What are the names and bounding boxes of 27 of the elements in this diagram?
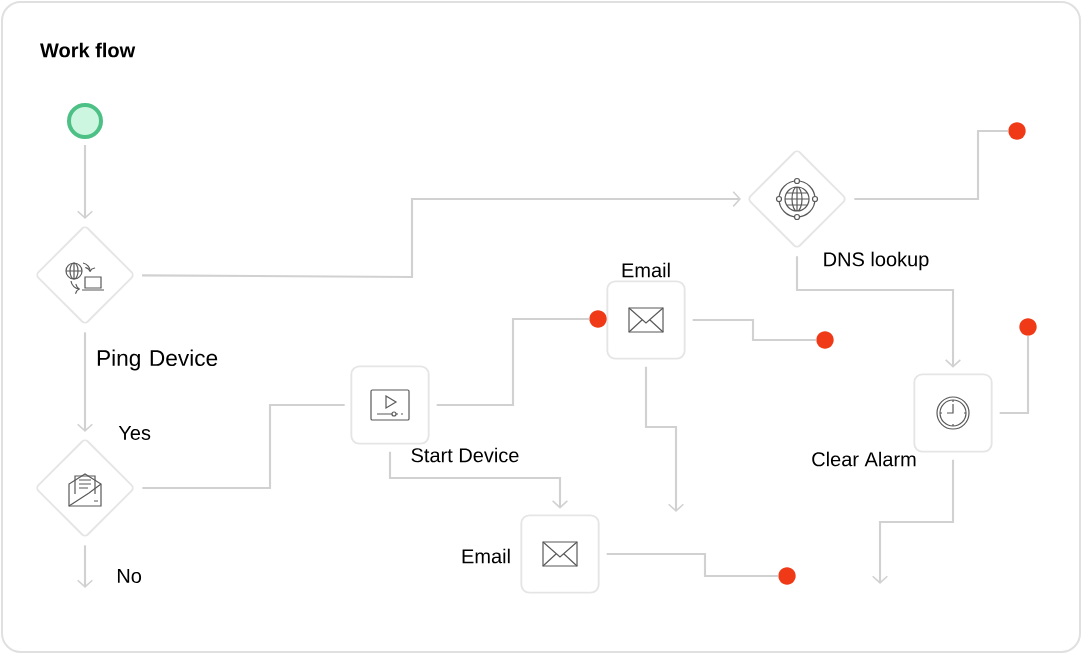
connector [76, 145, 94, 219]
connector [854, 129, 1009, 201]
connector [871, 459, 955, 584]
node-label: Clear Alarm [812, 451, 916, 467]
node-label: Email [622, 262, 670, 278]
node-label: Start Device [411, 447, 519, 463]
connector [692, 318, 817, 342]
title: Work flow [40, 42, 136, 58]
node-label: Ping Device [97, 349, 218, 371]
connector [388, 451, 569, 509]
connector [76, 545, 94, 588]
node-label: DNS lookup [824, 251, 929, 271]
end-dot [816, 331, 834, 349]
connector [606, 552, 779, 578]
end-dot [1019, 318, 1037, 336]
end-dot [778, 567, 796, 585]
connector [795, 256, 962, 368]
connector [142, 190, 741, 279]
connector [999, 335, 1030, 415]
connector [76, 332, 94, 432]
connector [142, 403, 345, 490]
connector [436, 317, 590, 407]
node-label: Email [462, 548, 510, 564]
end-dot [589, 310, 607, 328]
start-circle [67, 103, 103, 139]
end-dot [1008, 122, 1026, 140]
connector [644, 366, 685, 512]
